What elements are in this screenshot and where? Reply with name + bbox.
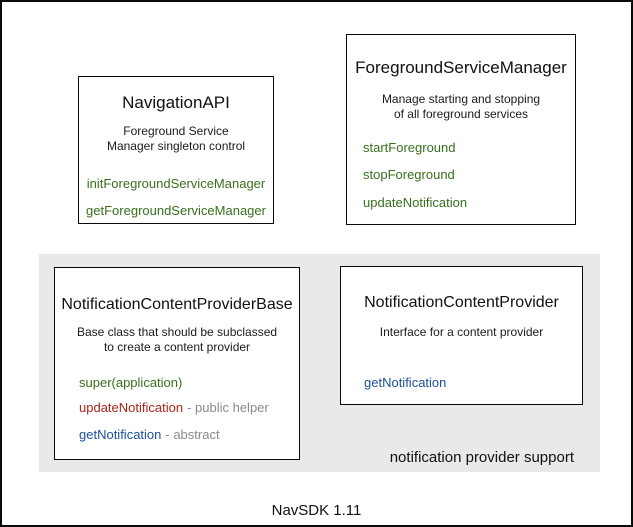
method-row: initForegroundServiceManager [79, 176, 273, 192]
method-row: getNotification- abstract [79, 427, 220, 443]
description-line: Manage starting and stopping [381, 92, 541, 106]
class-description: Foreground Service Manager singleton con… [79, 124, 273, 154]
class-description: Interface for a content provider [341, 325, 582, 340]
method-row: getForegroundServiceManager [79, 203, 273, 219]
method-name: stopForeground [363, 167, 455, 182]
sdk-version-label: NavSDK 1.11 [271, 502, 362, 519]
class-description: Manage starting and stopping of all fore… [347, 92, 575, 122]
class-title: ForegroundServiceManager [355, 58, 567, 77]
method-row: getNotification [364, 375, 446, 391]
method-name: super(application) [79, 375, 183, 390]
method-row: stopForeground [363, 167, 455, 183]
description-line: Manager singleton control [106, 139, 246, 153]
description-line: of all foreground services [393, 107, 529, 121]
class-title: NotificationContentProvider [364, 294, 559, 311]
method-annotation: - abstract [165, 427, 220, 442]
description-line: Base class that should be subclassed [76, 325, 278, 339]
method-annotation: - public helper [187, 400, 269, 415]
class-title: NotificationContentProviderBase [61, 296, 293, 313]
method-name: updateNotification [79, 400, 184, 415]
method-row: updateNotification- public helper [79, 400, 269, 416]
class-box-foreground-service-manager: ForegroundServiceManager Manage starting… [346, 34, 576, 225]
class-description: Base class that should be subclassed to … [55, 325, 299, 355]
description-line: to create a content provider [103, 340, 251, 354]
method-name: updateNotification [363, 195, 468, 210]
class-box-notification-content-provider: NotificationContentProvider Interface fo… [340, 266, 583, 405]
class-box-notification-content-provider-base: NotificationContentProviderBase Base cla… [54, 267, 300, 460]
description-line: Interface for a content provider [379, 325, 544, 339]
method-name: initForegroundServiceManager [86, 176, 266, 191]
method-name: startForeground [363, 140, 456, 155]
method-name: getNotification [79, 427, 162, 442]
method-name: getNotification [364, 375, 447, 390]
description-line: Foreground Service [123, 124, 229, 138]
class-box-navigation-api: NavigationAPI Foreground Service Manager… [78, 76, 274, 224]
method-row: updateNotification [363, 195, 467, 211]
method-row: super(application) [79, 375, 182, 391]
class-title: NavigationAPI [122, 93, 230, 112]
method-name: getForegroundServiceManager [86, 203, 266, 218]
group-caption: notification provider support [389, 449, 574, 466]
method-row: startForeground [363, 140, 456, 156]
